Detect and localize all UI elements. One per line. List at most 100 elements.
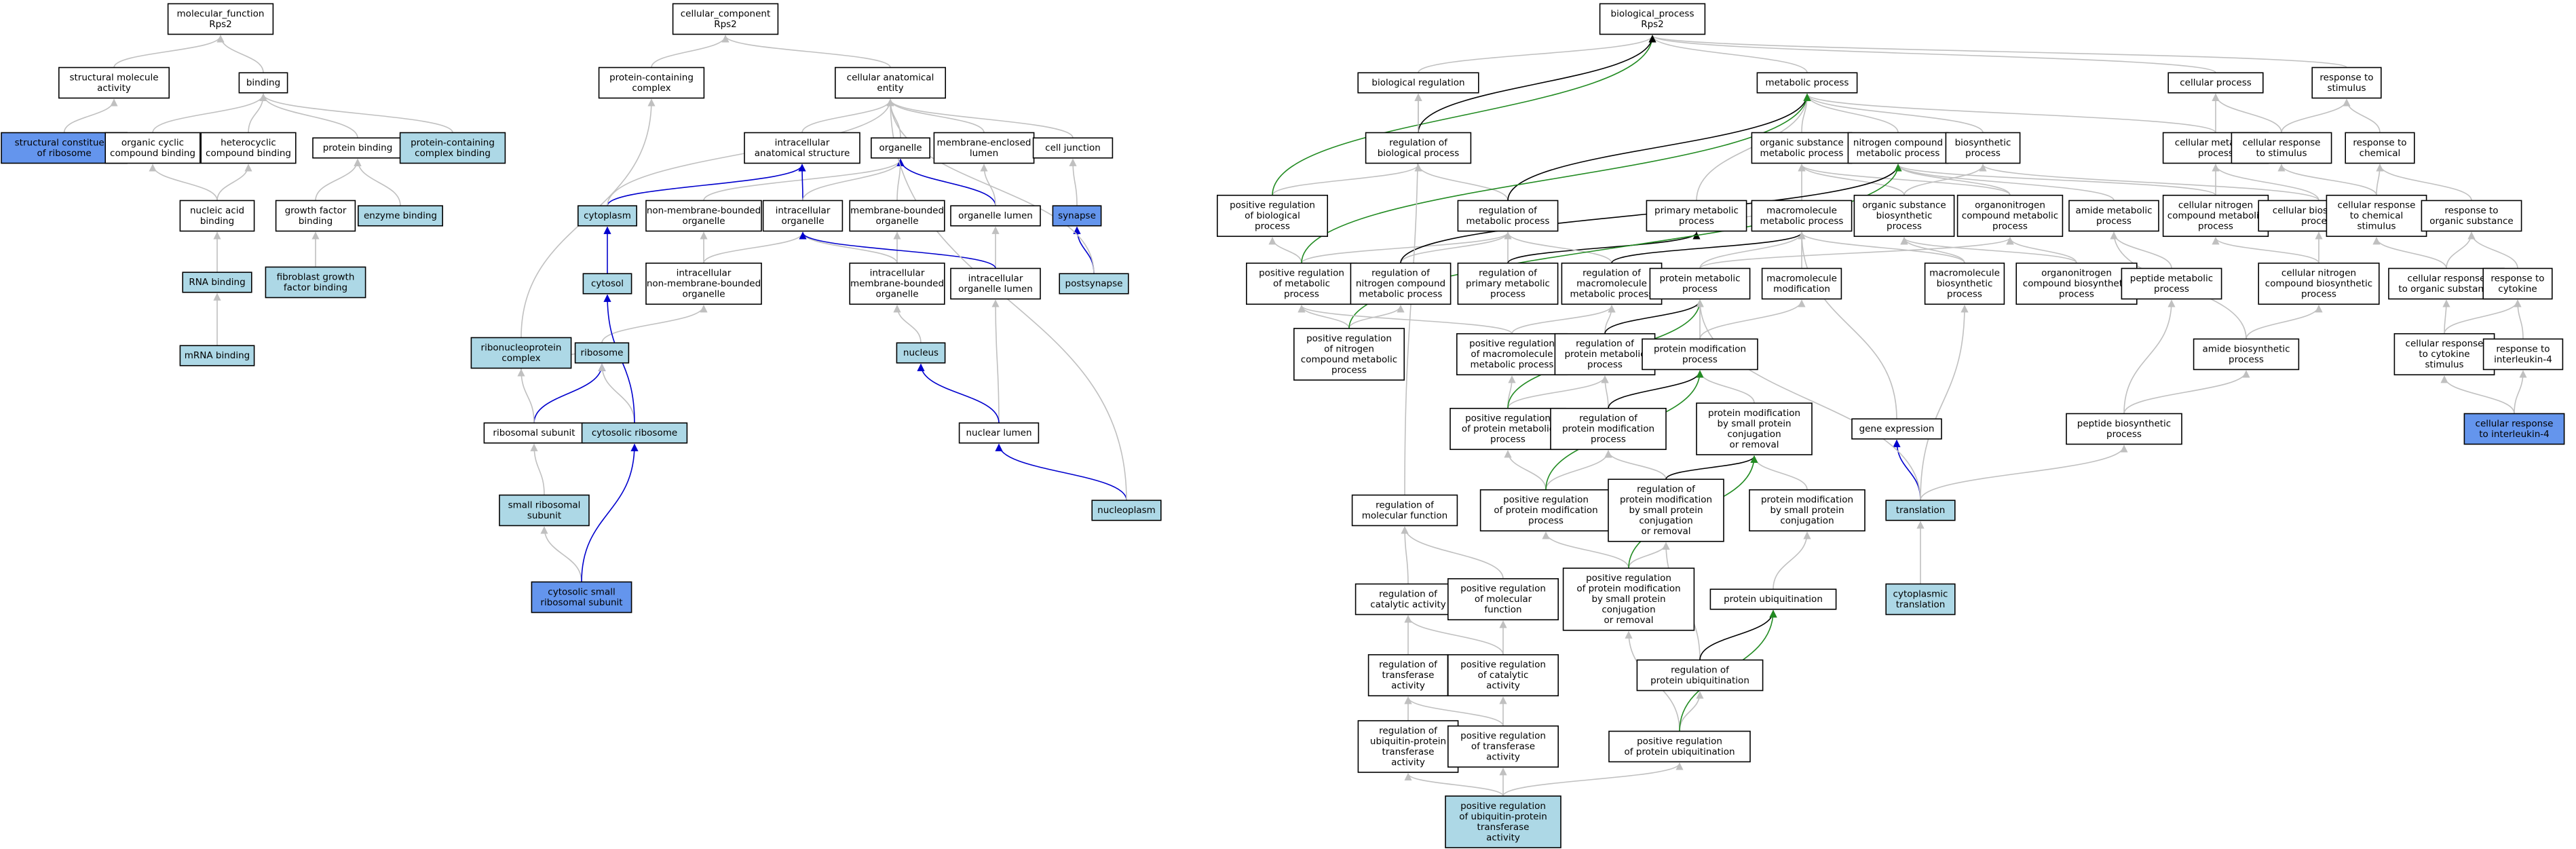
go-node-binding[interactable]: binding (238, 72, 288, 94)
go-node-synapse[interactable]: synapse (1052, 205, 1102, 227)
go-node-inmbo[interactable]: intracellularnon-membrane-boundedorganel… (645, 262, 762, 305)
go-node-ribosome[interactable]: ribosome (574, 342, 630, 364)
go-node-ruta[interactable]: regulation ofubiquitin-proteintransferas… (1357, 720, 1459, 773)
go-node-mrnab[interactable]: mRNA binding (179, 345, 255, 366)
go-node-rnab[interactable]: RNA binding (182, 271, 252, 293)
go-node-np[interactable]: nucleoplasm (1091, 499, 1162, 521)
go-node-protb[interactable]: protein binding (312, 137, 403, 159)
go-node-organelle[interactable]: organelle (871, 137, 931, 159)
go-node-breg[interactable]: biological regulation (1357, 72, 1479, 94)
go-node-translation[interactable]: translation (1885, 499, 1956, 521)
go-node-cytrib[interactable]: cytosolic ribosome (581, 422, 688, 444)
go-node-nucleus[interactable]: nucleus (896, 342, 946, 364)
go-node-cj[interactable]: cell junction (1032, 137, 1114, 159)
go-node-nl[interactable]: nuclear lumen (958, 422, 1040, 444)
go-node-ol[interactable]: organelle lumen (950, 205, 1041, 227)
go-node-cytosol[interactable]: cytosol (582, 273, 632, 295)
go-node-geneexp[interactable]: gene expression (1851, 418, 1942, 440)
go-node-metp[interactable]: metabolic process (1756, 72, 1858, 94)
go-node-enzb[interactable]: enzyme binding (357, 205, 443, 227)
go-node-rsu[interactable]: ribosomal subunit (483, 422, 585, 444)
go-node-postsynapse[interactable]: postsynapse (1059, 273, 1129, 295)
go-node-cellp[interactable]: cellular process (2167, 72, 2264, 94)
go-node-cytoplasm[interactable]: cytoplasm (577, 205, 637, 227)
